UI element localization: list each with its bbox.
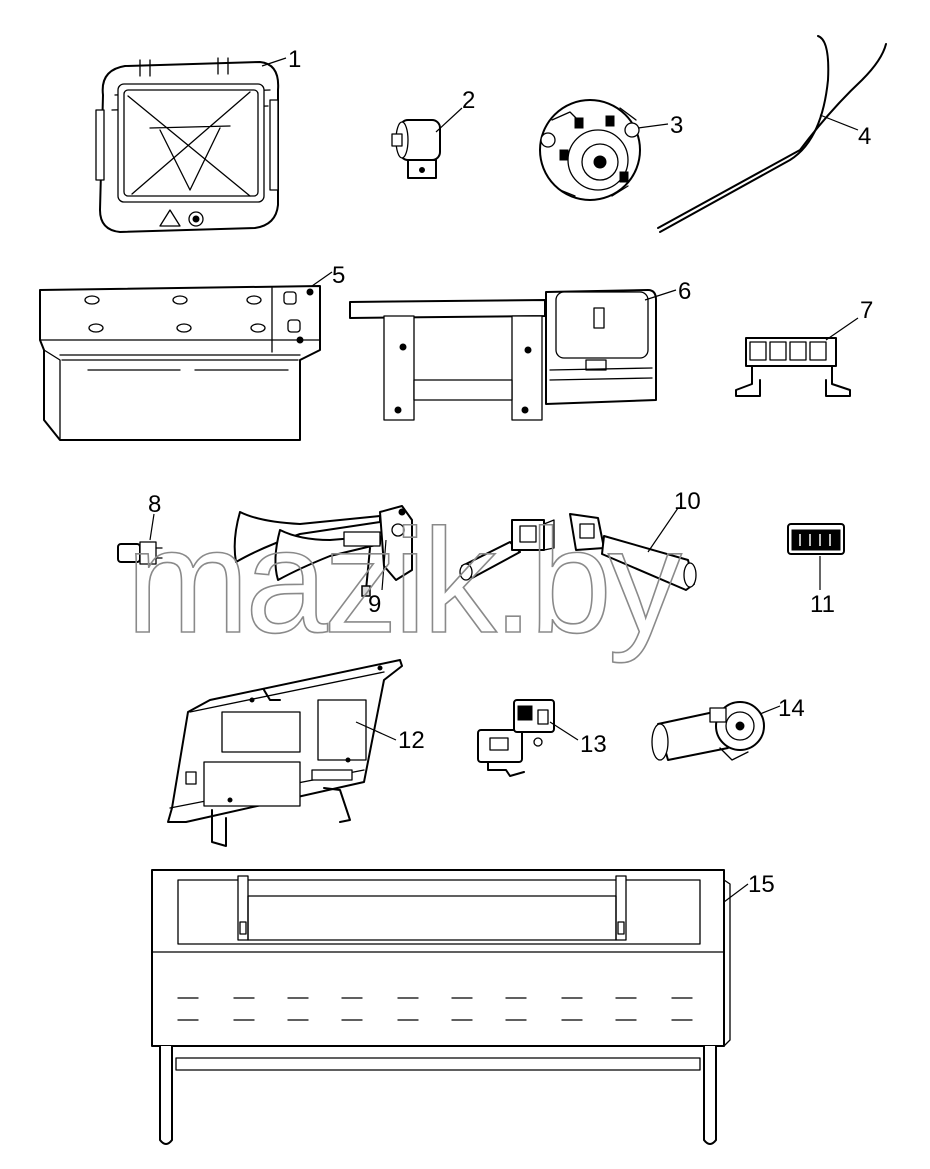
callout-15: 15 bbox=[748, 871, 775, 898]
part-9-air-horn: 9 bbox=[233, 505, 413, 618]
callout-3: 3 bbox=[670, 112, 683, 139]
callout-13: 13 bbox=[580, 731, 607, 758]
callout-2: 2 bbox=[462, 87, 475, 114]
callout-7: 7 bbox=[860, 297, 873, 324]
part-10-column-switch: 10 bbox=[459, 488, 701, 591]
callout-1: 1 bbox=[288, 46, 301, 73]
part-3-alternator: 3 bbox=[539, 99, 683, 201]
callout-14: 14 bbox=[778, 695, 805, 722]
part-4-wire: 4 bbox=[657, 35, 887, 233]
callout-11: 11 bbox=[810, 591, 835, 618]
part-7-terminal-block: 7 bbox=[735, 297, 873, 397]
part-13-relay: 13 bbox=[477, 699, 607, 777]
callout-6: 6 bbox=[678, 278, 691, 305]
part-8-switch: 8 bbox=[117, 491, 163, 565]
callout-8: 8 bbox=[148, 491, 161, 518]
watermark-text: mazik.by bbox=[126, 499, 682, 664]
part-12-mounting-panel: 12 bbox=[167, 659, 425, 847]
callout-9: 9 bbox=[368, 591, 381, 618]
part-5-battery: 5 bbox=[39, 262, 345, 441]
callout-4: 4 bbox=[858, 123, 871, 150]
callout-5: 5 bbox=[332, 262, 345, 289]
part-6-battery-box: 6 bbox=[349, 278, 691, 421]
part-15-battery-rack: 15 bbox=[151, 869, 775, 1145]
callout-10: 10 bbox=[674, 488, 701, 515]
part-14-wiper-motor: 14 bbox=[651, 695, 805, 761]
part-1-lamp: 1 bbox=[95, 46, 301, 233]
part-11-switch-module: 11 bbox=[787, 523, 845, 618]
part-2-sensor: 2 bbox=[391, 87, 475, 179]
rack-slots bbox=[177, 997, 693, 1021]
callout-12: 12 bbox=[398, 727, 425, 754]
